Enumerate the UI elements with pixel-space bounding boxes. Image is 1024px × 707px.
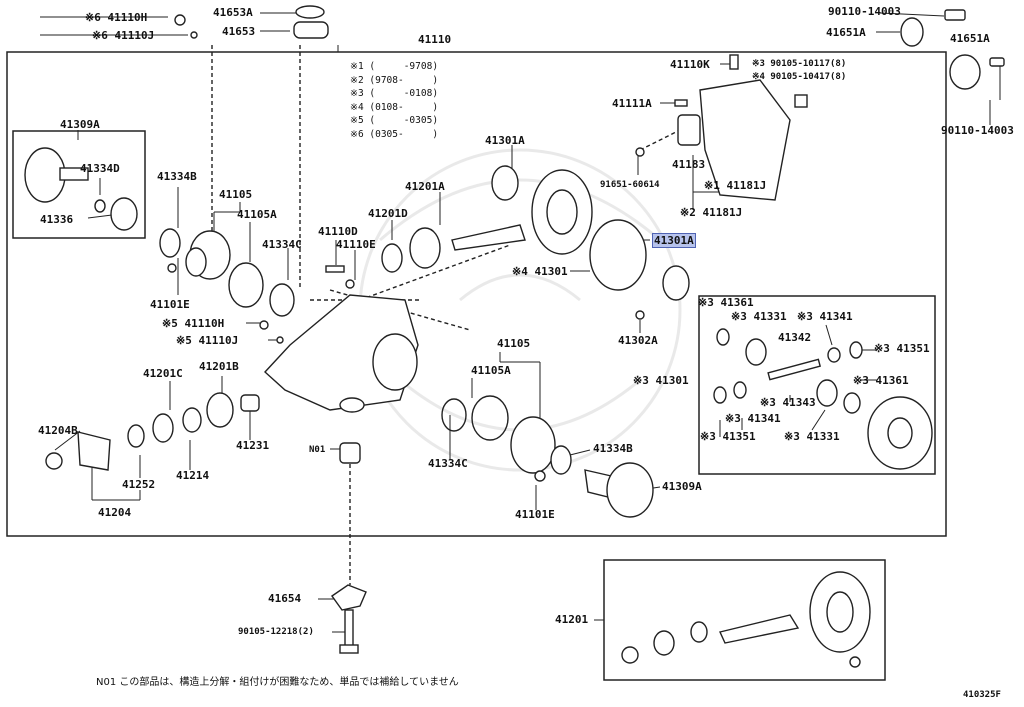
part-label-41110j-mid[interactable]: ※5 41110J (176, 334, 239, 347)
part-label-41302a[interactable]: 41302A (618, 334, 658, 347)
part-label-41301-4[interactable]: ※4 41301 (512, 265, 568, 278)
part-label-41343[interactable]: ※3 41343 (760, 396, 816, 409)
part-label-41214[interactable]: 41214 (176, 469, 210, 482)
part-label-41654[interactable]: 41654 (268, 592, 302, 605)
part-label-41252[interactable]: 41252 (122, 478, 156, 491)
part-label-91651[interactable]: 91651-60614 (600, 180, 660, 190)
part-label-41201c[interactable]: 41201C (143, 367, 183, 380)
legend-line-5: ※5 ( -0305) (350, 115, 439, 127)
part-label-41331-bottom[interactable]: ※3 41331 (784, 430, 840, 443)
legend-line-4: ※4 (0108- ) (350, 101, 439, 113)
part-label-41361-top[interactable]: ※3 41361 (698, 296, 754, 309)
part-label-41201d[interactable]: 41201D (368, 207, 408, 220)
legend-line-1: ※1 ( -9708) (350, 61, 439, 72)
part-label-41110e[interactable]: 41110E (336, 238, 376, 251)
part-label-41204b[interactable]: 41204B (38, 424, 78, 437)
part-label-41341-bottom[interactable]: ※3 41341 (725, 412, 781, 425)
part-label-41204[interactable]: 41204 (98, 506, 132, 519)
figure-number: 410325F (963, 690, 1001, 700)
part-label-41105a-left[interactable]: 41105A (237, 208, 277, 221)
part-label-41105-right[interactable]: 41105 (497, 337, 531, 350)
part-label-41181j-1[interactable]: ※1 41181J (704, 179, 767, 192)
part-label-41651a-left[interactable]: 41651A (826, 26, 866, 39)
part-label-41201-box[interactable]: 41201 (555, 613, 589, 626)
part-label-41110d[interactable]: 41110D (318, 225, 358, 238)
part-label-41110h-mid[interactable]: ※5 41110H (162, 317, 225, 330)
part-label-41110j-top[interactable]: ※6 41110J (92, 29, 155, 42)
legend-line-2: ※2 (9708- ) (350, 74, 439, 86)
part-label-90105-10417[interactable]: ※4 90105-10417(8) (752, 72, 847, 82)
part-label-41334b-right[interactable]: 41334B (593, 442, 633, 455)
part-label-41341-top[interactable]: ※3 41341 (797, 310, 853, 323)
part-label-41361-right[interactable]: ※3 41361 (853, 374, 909, 387)
part-label-41301a-highlighted[interactable]: 41301A (652, 233, 696, 248)
year-legend: ※1 ( -9708) ※2 (9708- ) ※3 ( -0108) ※4 (… (350, 60, 438, 142)
part-label-41301-3[interactable]: ※3 41301 (633, 374, 689, 387)
part-label-41301a-top[interactable]: 41301A (485, 134, 525, 147)
part-label-41201a[interactable]: 41201A (405, 180, 445, 193)
subbox-41309a (12, 130, 146, 239)
part-label-41351-right[interactable]: ※3 41351 (874, 342, 930, 355)
part-label-41309a-box[interactable]: 41309A (60, 118, 100, 131)
part-label-90105-12218[interactable]: 90105-12218(2) (238, 627, 314, 637)
part-label-41101e-right[interactable]: 41101E (515, 508, 555, 521)
part-label-41181j-2[interactable]: ※2 41181J (680, 206, 743, 219)
footnote-n01: N01 この部品は、構造上分解・組付けが困難なため、単品では補給していません (96, 677, 459, 688)
part-label-41110[interactable]: 41110 (418, 33, 452, 46)
legend-line-3: ※3 ( -0108) (350, 88, 439, 100)
part-label-90110-right[interactable]: 90110-14003 (941, 124, 1014, 137)
part-label-41653[interactable]: 41653 (222, 25, 256, 38)
part-label-41105a-right[interactable]: 41105A (471, 364, 511, 377)
part-label-41111a[interactable]: 41111A (612, 97, 652, 110)
part-label-41334c-left[interactable]: 41334C (262, 238, 302, 251)
part-label-90105-10117[interactable]: ※3 90105-10117(8) (752, 59, 847, 69)
subbox-diff-internals (698, 295, 936, 475)
part-label-41336[interactable]: 41336 (40, 213, 74, 226)
part-label-41105-left[interactable]: 41105 (219, 188, 253, 201)
part-label-41201b[interactable]: 41201B (199, 360, 239, 373)
part-label-41231[interactable]: 41231 (236, 439, 270, 452)
part-label-41651a-right[interactable]: 41651A (950, 32, 990, 45)
part-label-n01[interactable]: N01 (309, 445, 326, 455)
part-label-41101e-left[interactable]: 41101E (150, 298, 190, 311)
part-label-41110h-top[interactable]: ※6 41110H (85, 11, 148, 24)
part-label-41351-bottom[interactable]: ※3 41351 (700, 430, 756, 443)
legend-line-6: ※6 (0305- ) (350, 128, 439, 140)
main-frame (6, 51, 947, 537)
part-label-41342[interactable]: 41342 (778, 331, 812, 344)
part-label-41334b-left[interactable]: 41334B (157, 170, 197, 183)
part-label-90110-top[interactable]: 90110-14003 (828, 5, 901, 18)
part-label-41110k[interactable]: 41110K (670, 58, 710, 71)
part-label-41309a-right[interactable]: 41309A (662, 480, 702, 493)
part-label-41653a[interactable]: 41653A (213, 6, 253, 19)
part-label-41334d[interactable]: 41334D (80, 162, 120, 175)
part-label-41331-top[interactable]: ※3 41331 (731, 310, 787, 323)
part-label-41183[interactable]: 41183 (672, 158, 706, 171)
part-label-41334c-right[interactable]: 41334C (428, 457, 468, 470)
